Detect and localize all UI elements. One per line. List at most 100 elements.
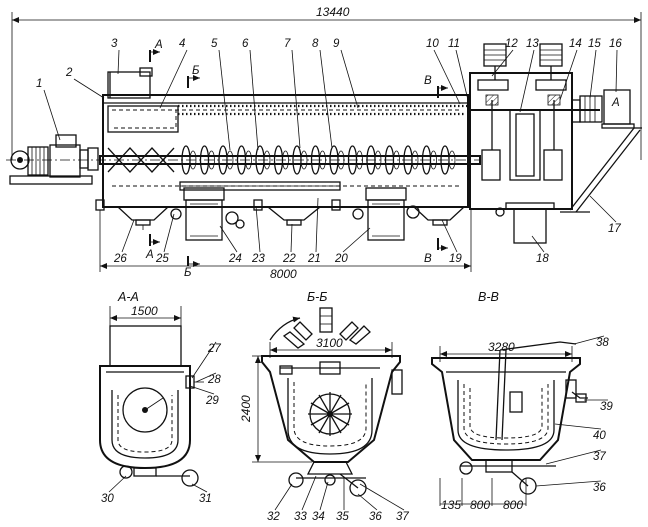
callout-number: 8 (312, 38, 319, 50)
section-vv: В-В 3280 135 800 800 (431, 290, 588, 512)
callout-leader (357, 493, 378, 511)
callout-number: 16 (609, 38, 622, 50)
section-aa-title: A-A (117, 290, 139, 304)
rotor-star (308, 392, 352, 436)
section-a-top: A (154, 39, 163, 51)
callout-28: 28 (195, 372, 221, 386)
callout-leader (189, 385, 215, 395)
rotor-blade-inner (430, 150, 437, 170)
callout-leader (545, 449, 602, 465)
callout-30: 30 (101, 475, 127, 505)
callout-24: 24 (219, 225, 242, 265)
callout-number: 6 (242, 38, 249, 50)
dimension-body-length: 8000 (99, 210, 472, 281)
callout-number: 34 (312, 511, 325, 523)
rotor-spoke (329, 402, 350, 415)
callout-12: 12 (491, 38, 518, 77)
side-view: A A A Б Б В В (6, 39, 642, 281)
callout-36: 36 (535, 480, 606, 494)
callout-number: 9 (333, 38, 340, 50)
callout-19: 19 (441, 219, 462, 265)
callout-leader (108, 475, 127, 493)
callout-35: 35 (336, 478, 349, 523)
callout-22: 22 (282, 223, 296, 265)
callout-33: 33 (294, 475, 317, 523)
callout-number: 21 (307, 253, 321, 265)
rotor-blade-inner (356, 150, 363, 170)
callout-number: 31 (199, 493, 212, 505)
callout-27: 27 (191, 341, 221, 379)
rotor-blades (181, 145, 456, 175)
callout-leader (319, 481, 329, 511)
section-v-top: В (424, 75, 432, 87)
callout-leader (359, 483, 405, 511)
callout-leader (573, 335, 605, 345)
callout-15: 15 (588, 38, 601, 99)
discharge-sump-right (412, 206, 466, 226)
callout-number: 36 (369, 511, 382, 523)
callout-leader (615, 49, 618, 93)
callout-number: 30 (101, 493, 114, 505)
callout-number: 18 (536, 253, 549, 265)
callout-leader (301, 475, 317, 511)
callout-36: 36 (357, 493, 382, 523)
callout-leader (191, 483, 208, 493)
callout-number: 14 (569, 38, 582, 50)
callout-14: 14 (559, 38, 582, 101)
rotor-spoke (310, 413, 331, 426)
vv-bottom-dim-1: 135 (441, 498, 461, 512)
section-bb-title: Б-Б (307, 290, 327, 304)
rotor-blade-inner (393, 150, 400, 170)
callout-leader (191, 341, 217, 379)
callout-18: 18 (531, 235, 549, 265)
total-length-label: 13440 (316, 5, 350, 19)
callout-6: 6 (242, 38, 259, 151)
callout-number: 10 (426, 38, 439, 50)
callout-leader (219, 225, 238, 253)
rotor-blade-inner (337, 150, 345, 170)
callout-number: 4 (179, 38, 185, 50)
callout-number: 39 (600, 401, 613, 413)
vv-bottom-dim-2: 800 (470, 498, 490, 512)
callout-number: 36 (593, 482, 606, 494)
inlet-hopper (107, 67, 153, 99)
rotor-blade-inner (411, 150, 419, 170)
callout-leader (274, 483, 293, 511)
callout-26: 26 (113, 219, 135, 265)
callout-leader (554, 423, 602, 430)
callout-number: 2 (65, 67, 73, 79)
discharge-sump-mid (266, 206, 322, 226)
callout-leader (117, 49, 120, 75)
callout-8: 8 (312, 38, 333, 149)
bottom-drive-left (170, 187, 245, 241)
section-bb: Б-Б 3100 2400 (239, 290, 403, 497)
callout-leader (249, 49, 259, 151)
callout-23: 23 (251, 205, 265, 265)
section-vv-title: В-В (478, 290, 499, 304)
rotor-spoke (310, 402, 331, 415)
callout-number: 5 (211, 38, 218, 50)
callout-leader (491, 49, 514, 77)
discharge-sump-left (116, 206, 170, 230)
callout-34: 34 (312, 481, 329, 523)
rotor-spoke (318, 413, 331, 434)
callout-leader (519, 49, 535, 113)
callout-13: 13 (519, 38, 539, 113)
section-b-top: Б (192, 65, 200, 77)
callout-number: 15 (588, 38, 601, 50)
callout-leader (342, 227, 371, 253)
callout-2: 2 (65, 67, 105, 99)
callout-leader (319, 49, 333, 149)
callout-leader (43, 89, 61, 141)
vv-bottom-dim-3: 800 (503, 498, 523, 512)
callout-32: 32 (267, 483, 293, 523)
callout-20: 20 (334, 227, 371, 265)
callout-4: 4 (159, 38, 188, 109)
body-length-label: 8000 (270, 267, 297, 281)
callout-number: 24 (228, 253, 242, 265)
rotor-spoke (329, 413, 350, 426)
callout-leader (531, 235, 545, 253)
callout-number: 3 (111, 38, 118, 50)
callout-number: 37 (396, 511, 409, 523)
